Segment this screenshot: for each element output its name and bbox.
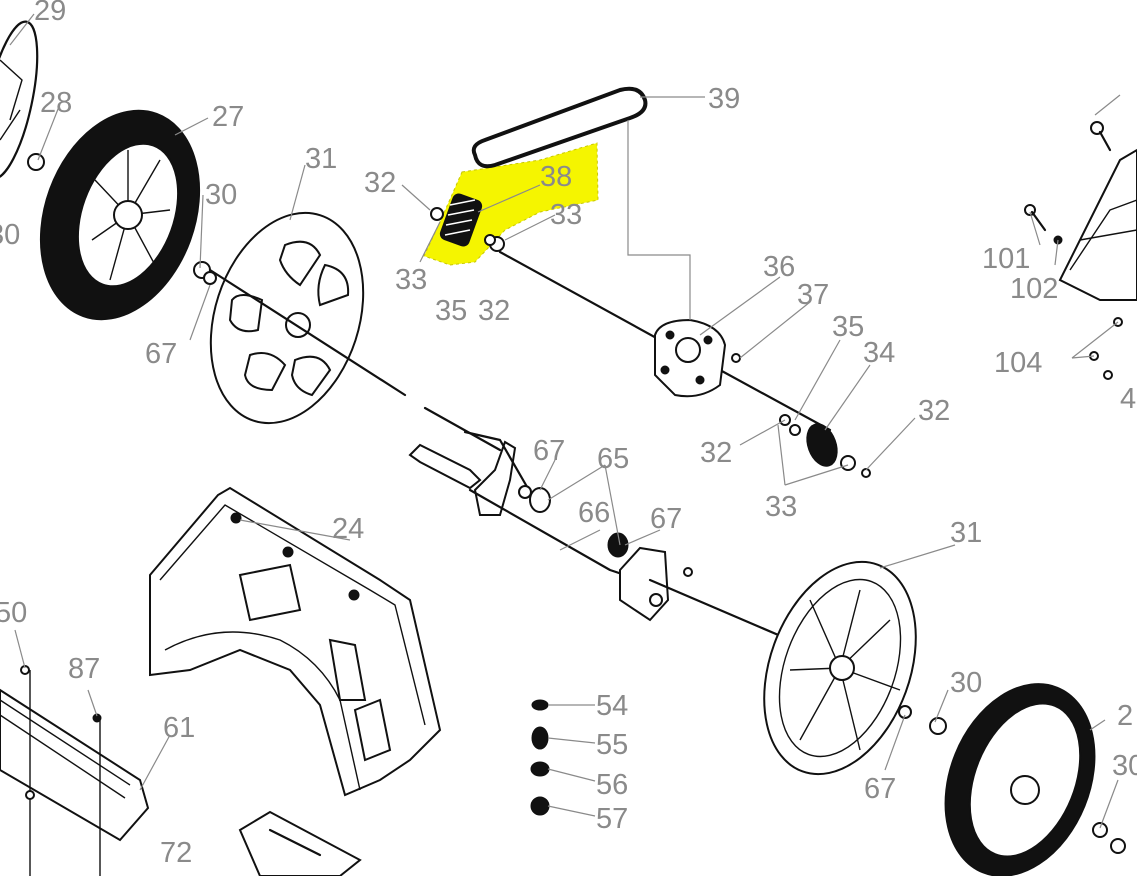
label-24: 24 [332,513,364,545]
label-36: 36 [763,251,795,283]
label-27: 27 [212,101,244,133]
label-31: 31 [305,143,337,175]
label-30: 30 [950,667,982,699]
label-104: 104 [994,347,1042,379]
label-30: 30 [0,219,20,251]
label-67: 67 [650,503,682,535]
wheel-cover-31-left [209,211,365,425]
label-38: 38 [540,161,572,193]
label-56: 56 [596,769,628,801]
label-2: 2 [1117,700,1133,732]
fasteners-54-57 [530,699,550,816]
label-32: 32 [918,395,950,427]
label-33: 33 [550,199,582,231]
label-102: 102 [1010,273,1058,305]
label-67: 67 [864,773,896,805]
rear-wheel-left [0,20,217,321]
label-87: 87 [68,653,100,685]
label-50: 50 [0,597,27,629]
label-57: 57 [596,803,628,835]
label-32: 32 [364,167,396,199]
label-72: 72 [160,837,192,869]
label-66: 66 [578,497,610,529]
label-30: 30 [205,179,237,211]
label-31: 31 [950,517,982,549]
label-67: 67 [533,435,565,467]
plate-72 [238,810,362,876]
handle-bracket [1024,121,1137,380]
pinion-34 [779,414,871,478]
label-33: 33 [395,264,427,296]
label-29: 29 [34,0,66,27]
pulley-38 [430,193,505,252]
rear-flap-61 [0,665,150,876]
label-32: 32 [700,437,732,469]
leader-lines [9,13,1121,829]
label-55: 55 [596,729,628,761]
wheel-cover-31-right [763,560,917,776]
label-35: 35 [832,311,864,343]
front-wheel-right [898,683,1126,876]
label-28: 28 [40,87,72,119]
drive-belt-39 [471,86,648,169]
label-37: 37 [797,279,829,311]
chassis-24 [149,486,442,797]
gearbox-36 [498,250,832,432]
rear-axle-line [208,268,502,452]
label-30: 30 [1112,750,1137,782]
label-54: 54 [596,690,628,722]
label-39: 39 [708,83,740,115]
label-65: 65 [597,443,629,475]
label-67: 67 [145,338,177,370]
label-33: 33 [765,491,797,523]
label-32: 32 [478,295,510,327]
label-101: 101 [982,243,1030,275]
label-35: 35 [435,295,467,327]
label-34: 34 [863,337,895,369]
height-adjust-linkage [408,430,792,642]
label-4: 4 [1120,383,1136,415]
label-61: 61 [163,712,195,744]
